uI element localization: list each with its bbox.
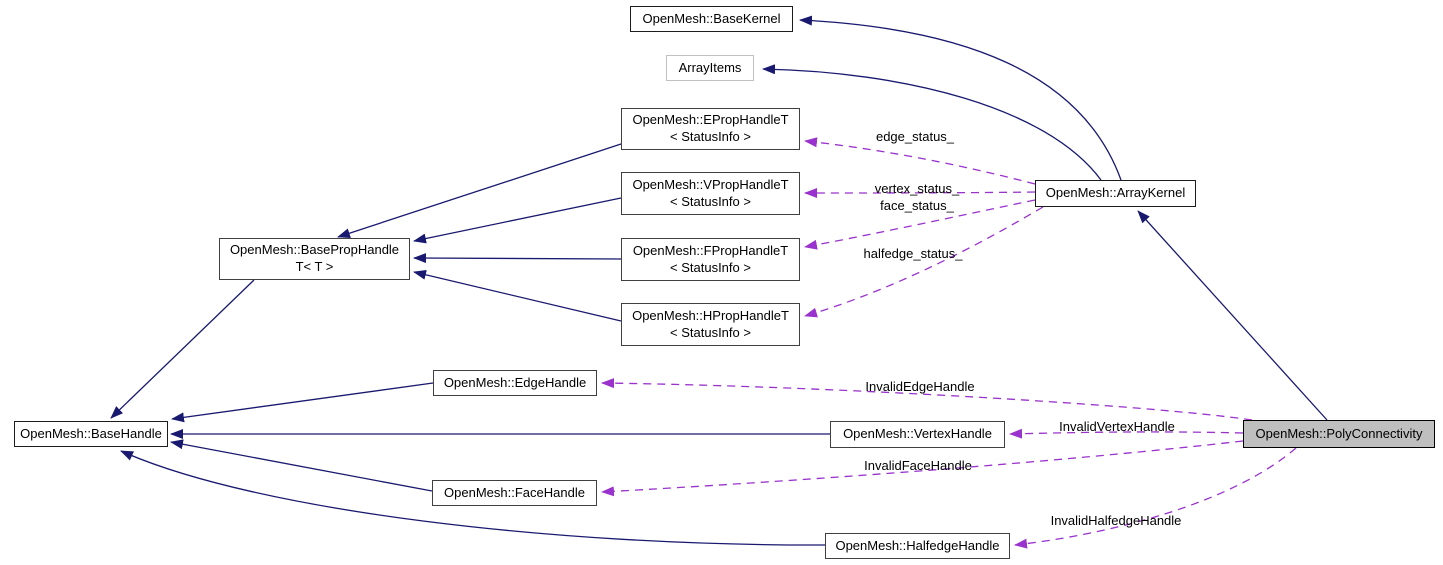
edge-usage-polyconnectivity-facehandle bbox=[601, 440, 1244, 497]
node-label-line2: T< T > bbox=[295, 259, 334, 274]
node-openmesh-arraykernel[interactable]: OpenMesh::ArrayKernel bbox=[1035, 180, 1196, 207]
node-label: OpenMesh::FaceHandle bbox=[444, 484, 585, 500]
node-label: OpenMesh::ArrayKernel bbox=[1045, 185, 1186, 201]
node-openmesh-basehandle[interactable]: OpenMesh::BaseHandle bbox=[14, 421, 168, 447]
edge-usage-polyconnectivity-halfedgehandle bbox=[1014, 447, 1297, 549]
edge-inherit-arraykernel-arrayitems bbox=[762, 64, 1102, 181]
node-openmesh-baseprophandlet[interactable]: OpenMesh::BasePropHandle T< T > bbox=[219, 238, 410, 280]
node-arrayitems[interactable]: ArrayItems bbox=[666, 55, 754, 81]
node-openmesh-hprophandlet-statusinfo[interactable]: OpenMesh::HPropHandleT < StatusInfo > bbox=[621, 303, 800, 346]
node-openmesh-basekernel[interactable]: OpenMesh::BaseKernel bbox=[630, 6, 793, 32]
edge-inherit-eprop-baseprop bbox=[337, 143, 622, 239]
node-label-line1: OpenMesh::FPropHandleT bbox=[632, 242, 789, 258]
edge-inherit-edgehandle-basehandle bbox=[171, 382, 434, 423]
node-label: OpenMesh::EdgeHandle bbox=[443, 374, 587, 390]
node-openmesh-vprophandlet-statusinfo[interactable]: OpenMesh::VPropHandleT < StatusInfo > bbox=[621, 172, 800, 215]
node-label: OpenMesh::BaseHandle bbox=[20, 425, 162, 441]
node-openmesh-edgehandle[interactable]: OpenMesh::EdgeHandle bbox=[433, 370, 597, 396]
node-label-line2: < StatusInfo > bbox=[670, 324, 751, 340]
node-label: OpenMesh::HalfedgeHandle bbox=[835, 537, 1000, 553]
node-openmesh-polyconnectivity[interactable]: OpenMesh::PolyConnectivity bbox=[1243, 420, 1435, 448]
edge-inherit-polyconnectivity-arraykernel bbox=[1137, 210, 1328, 421]
edge-inherit-arraykernel-basekernel bbox=[799, 15, 1122, 181]
node-label-line2: < StatusInfo > bbox=[670, 259, 751, 275]
node-openmesh-vertexhandle[interactable]: OpenMesh::VertexHandle bbox=[830, 421, 1005, 448]
node-label: OpenMesh::VertexHandle bbox=[843, 426, 992, 442]
node-label-line1: OpenMesh::EPropHandleT bbox=[632, 112, 789, 128]
node-openmesh-fprophandlet-statusinfo[interactable]: OpenMesh::FPropHandleT < StatusInfo > bbox=[621, 238, 800, 281]
edge-usage-arraykernel-fprop bbox=[804, 199, 1036, 250]
edge-usage-polyconnectivity-edgehandle bbox=[601, 378, 1253, 421]
node-openmesh-eprophandlet-statusinfo[interactable]: OpenMesh::EPropHandleT < StatusInfo > bbox=[621, 108, 800, 150]
edge-inherit-fprop-baseprop bbox=[413, 253, 622, 264]
node-label-line2: < StatusInfo > bbox=[670, 129, 751, 144]
node-label-line1: OpenMesh::BasePropHandle bbox=[229, 242, 400, 258]
edge-usage-arraykernel-vprop bbox=[804, 187, 1036, 198]
edge-inherit-vprop-baseprop bbox=[413, 197, 622, 244]
edge-usage-arraykernel-eprop bbox=[804, 137, 1036, 185]
node-label-line1: OpenMesh::VPropHandleT bbox=[632, 176, 789, 192]
node-label-line2: < StatusInfo > bbox=[670, 193, 751, 209]
node-label: OpenMesh::PolyConnectivity bbox=[1255, 425, 1423, 441]
edge-inherit-halfedgehandle-basehandle bbox=[120, 450, 826, 546]
node-label-line1: OpenMesh::HPropHandleT bbox=[632, 307, 789, 323]
node-label: ArrayItems bbox=[678, 59, 742, 75]
edge-usage-polyconnectivity-vertexhandle bbox=[1009, 428, 1244, 439]
edge-inherit-baseprop-basehandle bbox=[110, 279, 255, 419]
edge-inherit-hprop-baseprop bbox=[413, 269, 622, 322]
node-openmesh-facehandle[interactable]: OpenMesh::FaceHandle bbox=[432, 480, 597, 506]
edge-inherit-facehandle-basehandle bbox=[170, 439, 433, 492]
node-openmesh-halfedgehandle[interactable]: OpenMesh::HalfedgeHandle bbox=[825, 533, 1010, 559]
node-label: OpenMesh::BaseKernel bbox=[642, 10, 781, 26]
